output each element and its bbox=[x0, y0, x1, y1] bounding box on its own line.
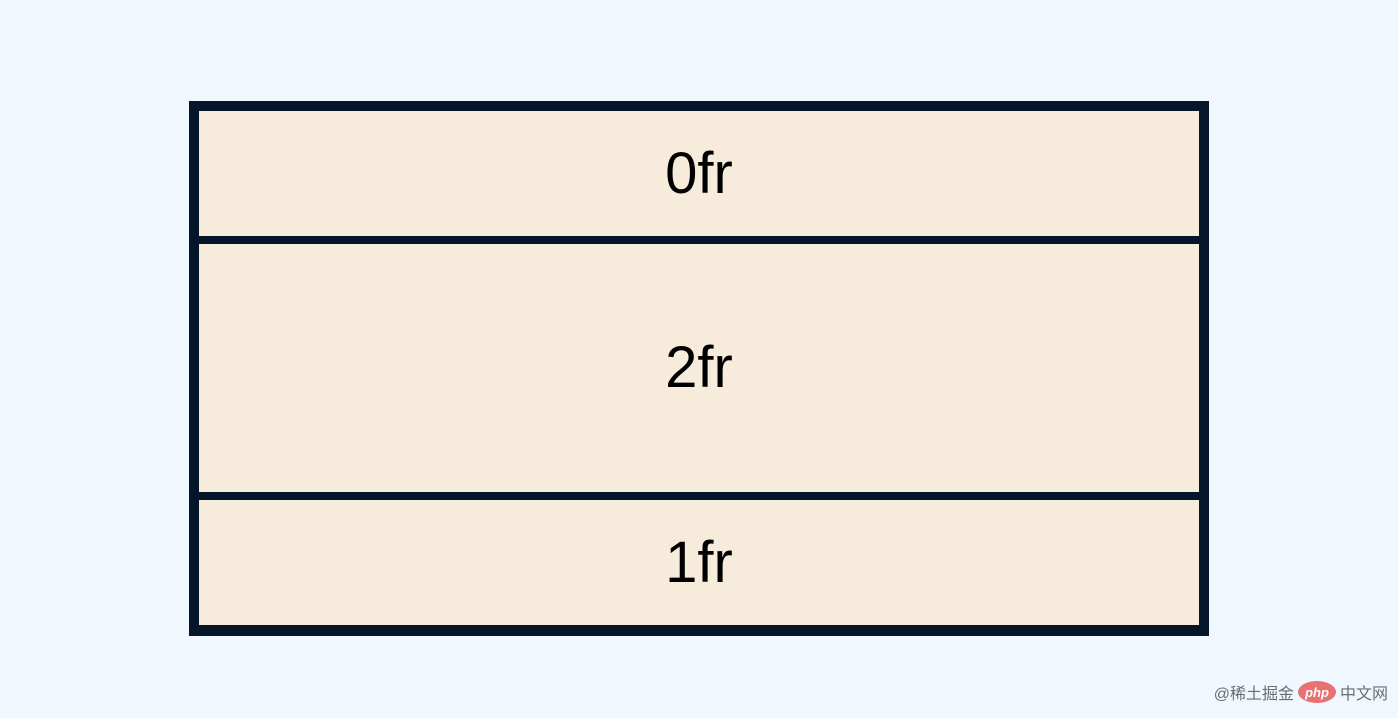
grid-row-2: 2fr bbox=[199, 244, 1199, 492]
grid-container: 0fr 2fr 1fr bbox=[189, 101, 1209, 636]
watermark: @稀土掘金 php 中文网 bbox=[1214, 680, 1388, 704]
watermark-right-text: 中文网 bbox=[1339, 686, 1388, 703]
grid-row-3-label: 1fr bbox=[665, 529, 733, 595]
grid-row-1: 0fr bbox=[199, 111, 1199, 236]
watermark-left-text: @稀土掘金 bbox=[1213, 686, 1294, 703]
php-logo-icon: php bbox=[1297, 681, 1336, 703]
grid-row-3: 1fr bbox=[199, 500, 1199, 625]
grid-row-1-label: 0fr bbox=[665, 140, 733, 206]
grid-row-2-label: 2fr bbox=[665, 335, 733, 400]
